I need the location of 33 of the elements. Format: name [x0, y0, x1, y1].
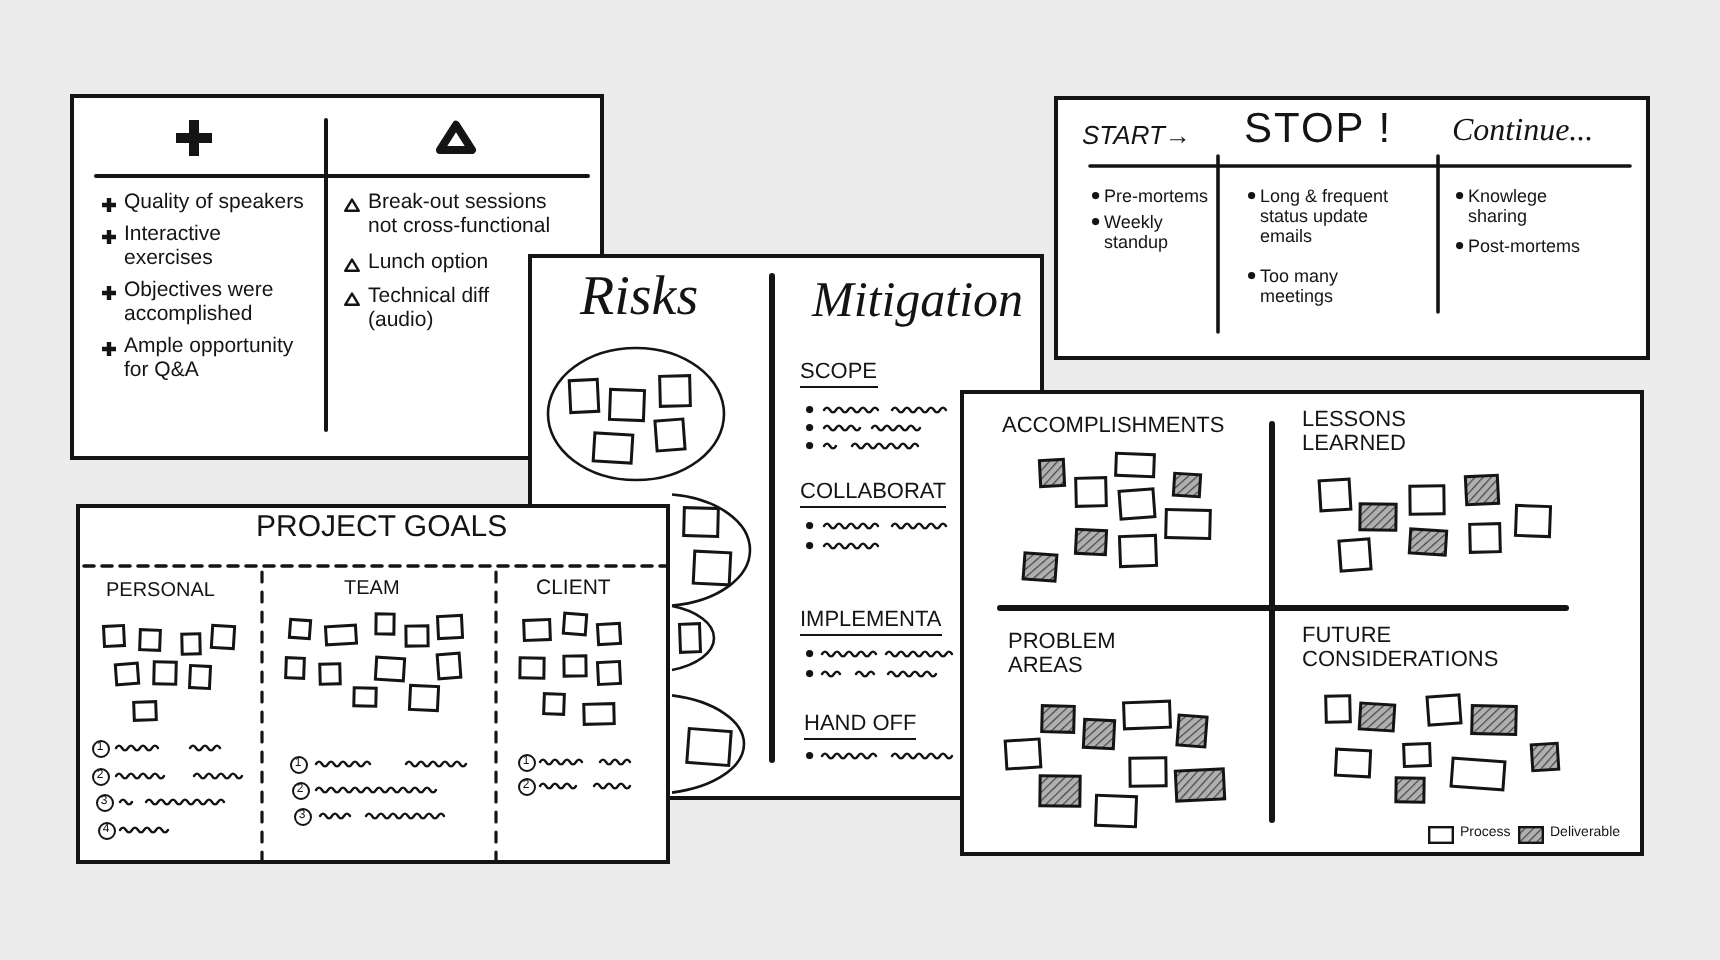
- list-item-text: Technical diff (audio): [368, 286, 492, 333]
- column-heading: START→: [1082, 122, 1191, 152]
- column-heading: Mitigation: [812, 274, 1024, 330]
- quadrant-heading: ACCOMPLISHMENTS: [1002, 414, 1225, 439]
- list-item-text: Weekly standup: [1104, 212, 1171, 253]
- list-item-text: Long & frequent status update emails: [1260, 186, 1391, 247]
- column-heading: Risks: [580, 266, 699, 329]
- column-heading: CLIENT: [536, 578, 611, 602]
- quadrant-heading: FUTURE CONSIDERATIONS: [1302, 624, 1501, 674]
- column-heading: TEAM: [344, 578, 400, 601]
- list-item-text: Quality of speakers: [124, 192, 306, 216]
- list-item-text: Break-out sessions not cross-functional: [368, 192, 553, 239]
- board-title: PROJECT GOALS: [256, 512, 508, 546]
- section-heading: SCOPE: [800, 360, 878, 389]
- list-item-text: Objectives were accomplished: [124, 280, 276, 327]
- column-heading: PERSONAL: [106, 580, 215, 603]
- quadrant-heading: LESSONS LEARNED: [1302, 408, 1408, 458]
- list-item-text: Pre-mortems: [1104, 186, 1211, 207]
- section-heading: HAND OFF: [804, 712, 917, 741]
- quadrant-heading: PROBLEM AREAS: [1008, 630, 1118, 680]
- section-heading: COLLABORAT: [800, 480, 947, 509]
- list-item-text: Too many meetings: [1260, 266, 1341, 307]
- list-item-text: Post-mortems: [1468, 236, 1583, 257]
- list-item-text: Knowlege sharing: [1468, 186, 1550, 227]
- board-card: [76, 504, 670, 864]
- column-heading: Continue...: [1452, 114, 1594, 150]
- list-item-text: Ample opportunity for Q&A: [124, 336, 296, 383]
- section-heading: IMPLEMENTA: [800, 608, 942, 637]
- board-card: [1054, 96, 1650, 360]
- list-item-text: Interactive exercises: [124, 224, 223, 271]
- column-heading: STOP !: [1244, 106, 1393, 154]
- board-card: [960, 390, 1644, 856]
- list-item-text: Lunch option: [368, 252, 489, 276]
